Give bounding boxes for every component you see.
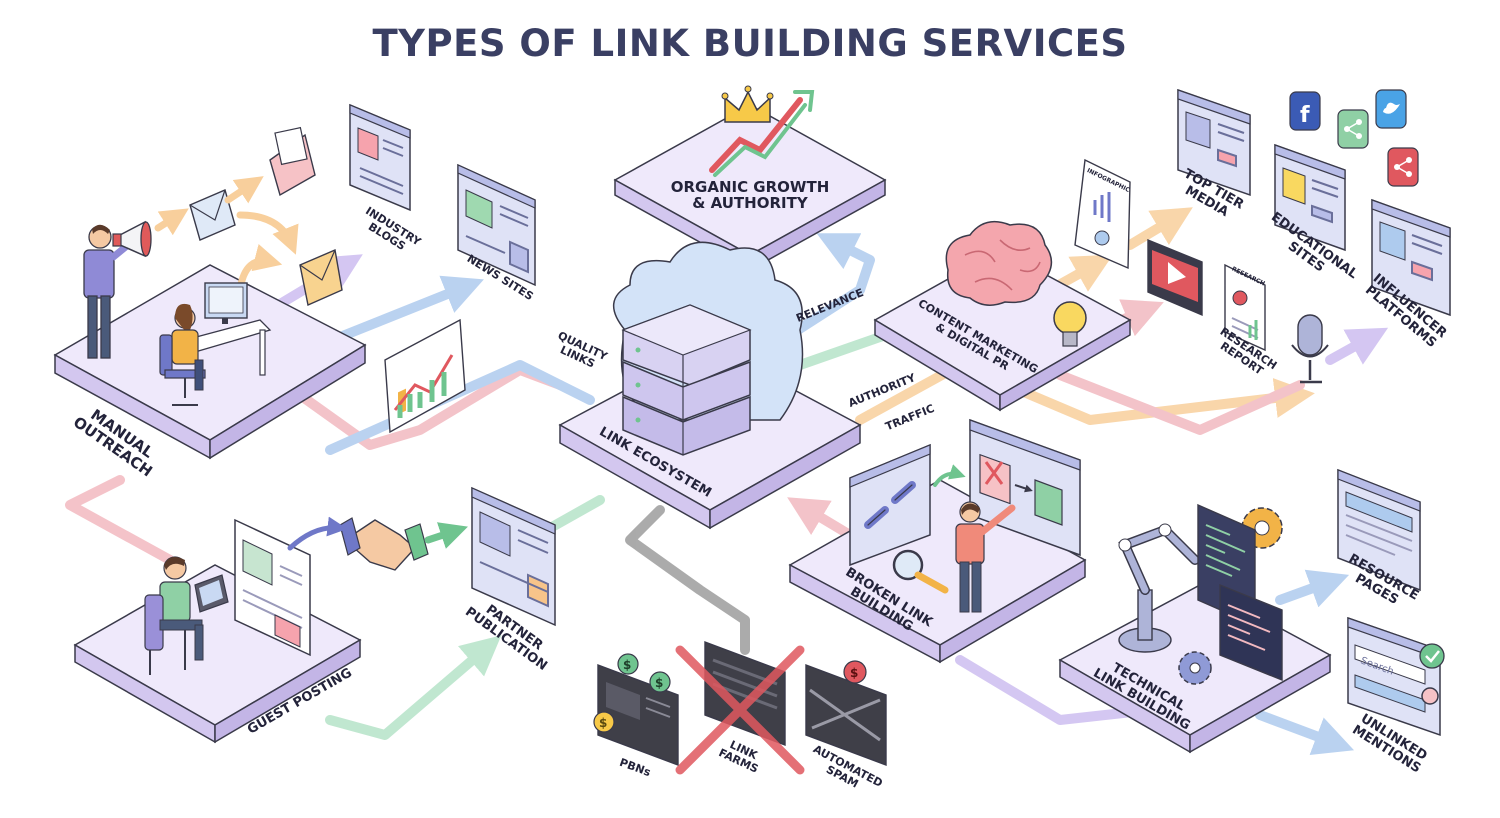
infographic-document	[1074, 158, 1131, 270]
arrow-ecosystem-to-blackhat	[625, 505, 750, 655]
crown-icon	[721, 85, 774, 123]
computer-desk	[159, 282, 272, 406]
server-icon	[621, 304, 752, 456]
facebook-icon: f	[1289, 91, 1321, 131]
lightbulb-icon	[1053, 301, 1087, 347]
svg-text:$: $	[655, 676, 663, 690]
growth-arrow-icon	[709, 90, 815, 177]
svg-text:f: f	[1300, 103, 1310, 128]
guest-flow-arrows	[287, 516, 468, 551]
twitter-icon	[1375, 89, 1407, 129]
news-sites-page-icon	[457, 163, 536, 287]
svg-text:$: $	[623, 658, 631, 672]
broken-link-icon	[864, 481, 916, 529]
top-tier-media-page-icon	[1177, 88, 1251, 197]
outreach-flow-arrows	[154, 176, 299, 294]
growth-chart-card	[384, 318, 466, 434]
video-play-icon	[1147, 238, 1203, 317]
arrow-technical-to-unlinked	[1255, 710, 1355, 755]
svg-text:$: $	[599, 716, 607, 730]
research-report-document	[1224, 263, 1266, 352]
share-icon	[1387, 147, 1419, 187]
gear-icon	[1178, 651, 1212, 685]
unlinked-mentions-page-icon: Search	[1347, 616, 1441, 737]
magnifier-icon	[1421, 687, 1439, 705]
arrow-content-to-influencer	[1325, 327, 1389, 365]
arrow-traffic-pink	[1055, 370, 1305, 435]
broken-link-person	[955, 501, 1016, 613]
share-icon	[1337, 109, 1369, 149]
magnifier-icon	[892, 549, 949, 594]
partner-publication-page-icon	[471, 486, 556, 627]
guest-posting-document	[234, 518, 311, 657]
broken-flow-arrows	[933, 464, 966, 487]
brain-icon	[945, 220, 1053, 306]
guest-posting-person	[144, 556, 229, 675]
arrow-content-to-top-tier	[1125, 207, 1193, 250]
arrow-outreach-down	[65, 475, 175, 565]
robot-arm-icon	[1118, 523, 1200, 653]
dollar-coin-icon: $ $ $	[593, 653, 671, 733]
arrow-relevance	[785, 233, 875, 340]
broken-link-page	[849, 443, 931, 567]
envelope-icon	[189, 126, 343, 306]
arrow-broken-to-ecosystem	[787, 497, 855, 540]
arrow-technical-to-resource	[1275, 569, 1350, 608]
diagram-title: TYPES OF LINK BUILDING SERVICES	[372, 22, 1128, 65]
educational-sites-page-icon	[1274, 143, 1346, 252]
industry-blogs-page-icon	[349, 103, 411, 212]
platform-content-marketing	[873, 249, 1132, 412]
handshake-icon	[339, 517, 429, 571]
red-cross-icon	[675, 645, 805, 775]
dollar-coin-icon: $	[843, 660, 867, 684]
megaphone-icon	[112, 220, 152, 258]
check-icon	[1419, 643, 1445, 669]
label-organic-growth: ORGANIC GROWTH & AUTHORITY	[670, 178, 830, 212]
code-window-icon	[1197, 503, 1283, 682]
resource-pages-page-icon	[1337, 468, 1421, 592]
influencer-platforms-page-icon	[1371, 198, 1451, 317]
svg-text:$: $	[850, 666, 858, 680]
arrow-guest-posting-to-partner	[325, 635, 502, 740]
chain-icon	[809, 688, 881, 742]
microphone-icon	[1291, 314, 1329, 384]
arrow-broken-to-technical	[955, 655, 1155, 725]
platform-manual-outreach	[53, 264, 367, 460]
